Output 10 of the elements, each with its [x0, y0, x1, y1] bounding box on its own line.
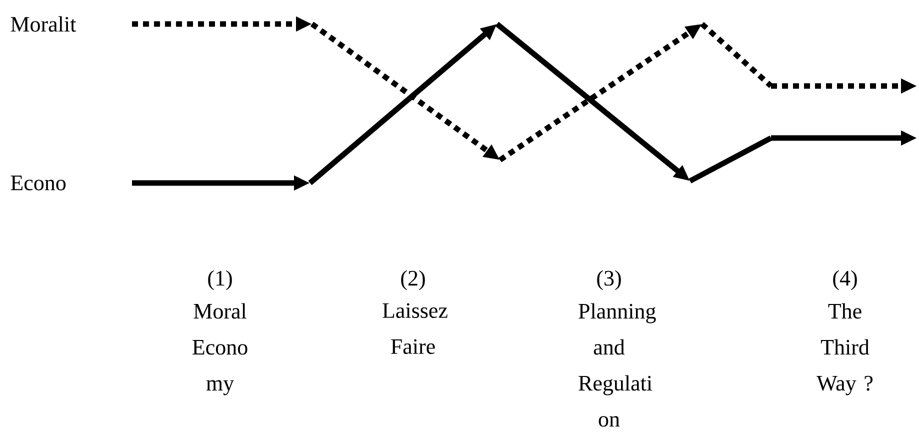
stage-number: (3): [597, 270, 621, 290]
stage-number: (1): [208, 270, 232, 290]
stage-name: Planning and Regulati on: [578, 303, 656, 427]
stage-name: Laissez Faire: [382, 303, 448, 354]
row-label: Econo: [10, 176, 66, 190]
stage-name: Moral Econo my: [192, 303, 248, 396]
stage-name: The Third Way ?: [816, 303, 873, 396]
row-label: Moralit: [10, 16, 76, 32]
stage-number: (2): [401, 270, 425, 290]
stage-number: (4): [833, 270, 857, 290]
